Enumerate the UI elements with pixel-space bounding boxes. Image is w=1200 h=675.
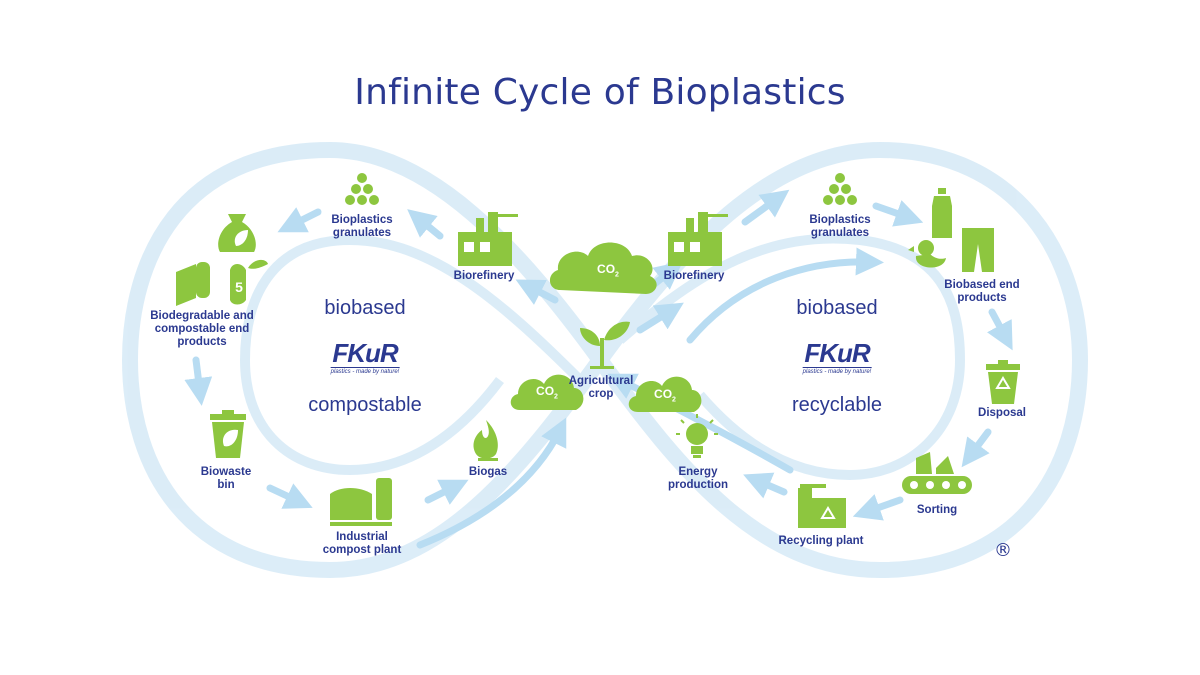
arrow-end-products-to-disposal bbox=[987, 308, 1013, 351]
arrow-recycling-to-energy bbox=[743, 472, 788, 499]
label-biorefinery-left: Biorefinery bbox=[453, 270, 515, 282]
arrow-products-to-bin bbox=[184, 356, 213, 406]
sorting-conveyor-icon bbox=[902, 452, 972, 494]
label-biobased-end-products: Biobased end products bbox=[944, 279, 1020, 304]
page-title: Infinite Cycle of Bioplastics bbox=[354, 72, 846, 113]
arrow-inner-right bbox=[686, 247, 884, 344]
arrow-disposal-to-sorting bbox=[961, 428, 992, 468]
label-bioplastics-granulates-right: Bioplastics granulates bbox=[809, 214, 871, 239]
granulates-icon-left bbox=[345, 173, 379, 205]
light-bulb-icon bbox=[676, 414, 718, 458]
biorefinery-icon-right bbox=[668, 212, 728, 266]
fkur-logo-right: FKuR plastics - made by nature! bbox=[802, 338, 872, 375]
arrow-biorefinery-to-granulates-right bbox=[741, 189, 790, 226]
arrow-granulates-to-products bbox=[277, 207, 322, 233]
fkur-logo-left: FKuR plastics - made by nature! bbox=[330, 338, 400, 375]
label-disposal: Disposal bbox=[978, 407, 1026, 419]
compost-plant-icon bbox=[330, 478, 392, 526]
fkur-logo-mark: FKuR bbox=[804, 338, 870, 368]
arrow-bin-to-compost bbox=[266, 483, 313, 509]
arrow-compost-to-crop bbox=[416, 417, 567, 549]
arrow-granulates-to-end-products bbox=[872, 200, 924, 227]
fkur-logo-mark: FKuR bbox=[332, 338, 398, 368]
arrow-co2-to-biorefinery-left bbox=[515, 279, 559, 305]
rubber-duck-icon bbox=[908, 240, 946, 268]
label-sorting: Sorting bbox=[916, 504, 958, 516]
fkur-logo-tagline: plastics - made by nature! bbox=[802, 367, 872, 375]
arrow-inner-recycle bbox=[607, 373, 794, 474]
arrow-sorting-to-recycling bbox=[852, 494, 904, 521]
co2-cloud-right bbox=[628, 376, 702, 412]
trousers-icon bbox=[962, 228, 994, 272]
label-biowaste-bin: Biowaste bin bbox=[200, 466, 252, 491]
left-biobased-text: biobased bbox=[324, 297, 406, 319]
right-recyclable-text: recyclable bbox=[791, 394, 883, 416]
disposal-bin-icon bbox=[986, 360, 1020, 404]
label-biorefinery-right: Biorefinery bbox=[663, 270, 725, 282]
label-recycling-plant: Recycling plant bbox=[778, 535, 864, 547]
crop-sprout-icon bbox=[580, 321, 630, 369]
granulates-icon-right bbox=[823, 173, 857, 205]
svg-text:5: 5 bbox=[235, 279, 243, 295]
paper-roll-icon bbox=[176, 262, 210, 306]
biogas-flame-icon bbox=[473, 420, 498, 461]
right-biobased-text: biobased bbox=[796, 297, 878, 319]
label-agricultural-crop: Agricultural crop bbox=[568, 375, 634, 400]
fkur-logo-tagline: plastics - made by nature! bbox=[330, 367, 400, 375]
arrow-compost-to-biogas bbox=[424, 479, 469, 505]
arrow-biorefinery-to-granulates bbox=[407, 209, 444, 240]
left-compostable-text: compostable bbox=[308, 394, 422, 416]
recycling-plant-icon bbox=[798, 484, 846, 528]
label-bioplastics-granulates-left: Bioplastics granulates bbox=[331, 214, 393, 239]
registered-trademark-mark: ® bbox=[994, 540, 1012, 561]
co2-cloud-main bbox=[549, 242, 657, 294]
bottle-icon bbox=[932, 188, 952, 238]
recycle-symbol-icon bbox=[820, 376, 1011, 519]
co2-cloud-left bbox=[510, 374, 584, 410]
compost-bag-icon bbox=[218, 214, 256, 252]
label-biodegradable-products: Biodegradable and compostable end produc… bbox=[150, 310, 254, 348]
label-biogas: Biogas bbox=[468, 466, 508, 478]
biowaste-bin-icon bbox=[210, 410, 246, 458]
seedling-logo-icon: 5 bbox=[230, 259, 268, 305]
label-industrial-compost-plant: Industrial compost plant bbox=[322, 531, 402, 556]
arrow-crop-to-biorefinery-right bbox=[636, 302, 684, 334]
label-energy-production: Energy production bbox=[667, 466, 729, 491]
biorefinery-icon-left bbox=[458, 212, 518, 266]
